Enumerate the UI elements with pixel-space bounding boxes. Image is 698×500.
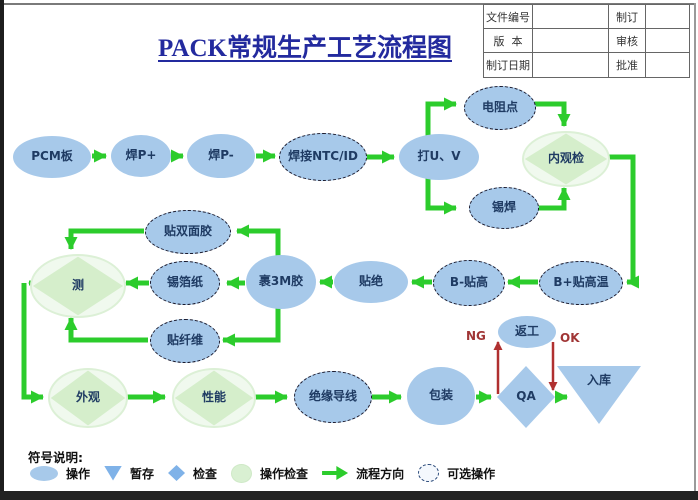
flow-node-performance-check-label: 性能 bbox=[201, 390, 226, 405]
flow-node-weld-p-plus-label: 焊P+ bbox=[125, 148, 157, 163]
legend-label-buffer: 暂存 bbox=[130, 466, 155, 481]
flow-node-insulated-wire-label: 绝缘导线 bbox=[308, 389, 357, 404]
info-value-version bbox=[533, 29, 609, 53]
document-info-table: 文件编号 制订 版 本 审核 制订日期 批准 bbox=[483, 4, 690, 78]
legend-heading: 符号说明: bbox=[28, 450, 83, 465]
flow-direction-arrow-icon bbox=[322, 466, 349, 480]
flow-node-resistance-spot-label: 电阻点 bbox=[481, 100, 518, 115]
flow-node-wrap-3m-tape: 裹3M胶 bbox=[246, 255, 316, 309]
flow-node-double-sided-tape: 贴双面胶 bbox=[145, 210, 231, 254]
flow-node-fiber-tape: 贴纤维 bbox=[150, 319, 220, 363]
info-value-reviewed bbox=[646, 29, 689, 53]
flow-node-qa-label: QA bbox=[516, 389, 536, 404]
info-label-reviewed: 审核 bbox=[609, 29, 646, 53]
page-title: PACK常规生产工艺流程图 bbox=[158, 35, 452, 62]
flow-node-rework: 返工 bbox=[498, 316, 556, 348]
flow-node-inner-inspection-label: 内观检 bbox=[547, 151, 584, 166]
flow-node-tin-foil-label: 锡箔纸 bbox=[166, 275, 203, 290]
flow-node-fiber-tape-label: 贴纤维 bbox=[166, 333, 203, 348]
info-label-drafted: 制订 bbox=[609, 5, 646, 29]
flow-node-weld-p-minus: 焊P- bbox=[187, 134, 255, 178]
flow-node-punch-uv: 打U、V bbox=[399, 134, 479, 180]
flow-node-pcm-board: PCM板 bbox=[13, 136, 91, 178]
page-border-right bbox=[694, 3, 696, 492]
flow-node-wrap-3m-tape-label: 裹3M胶 bbox=[258, 274, 304, 289]
info-label-draft-date: 制订日期 bbox=[484, 53, 533, 77]
ng-branch-label: NG bbox=[466, 329, 486, 343]
flow-node-test-check: 测 bbox=[30, 254, 126, 318]
flow-node-test-check-label: 测 bbox=[71, 278, 84, 293]
flow-node-inner-inspection: 内观检 bbox=[522, 131, 610, 187]
info-label-doc-number: 文件编号 bbox=[484, 5, 533, 29]
flow-node-weld-ntc-id-label: 焊接NTC/ID bbox=[288, 149, 358, 164]
info-value-drafted bbox=[646, 5, 689, 29]
legend-row: 操作 暂存 检查 操作检查 流程方向 可选操作 bbox=[30, 463, 509, 483]
buffer-triangle-icon bbox=[104, 465, 123, 481]
info-label-approved: 批准 bbox=[609, 53, 646, 77]
flow-node-tape-insulation: 贴绝 bbox=[334, 261, 408, 303]
flow-node-tin-solder-label: 锡焊 bbox=[491, 200, 516, 215]
flow-node-tin-solder: 锡焊 bbox=[469, 187, 539, 229]
flow-node-punch-uv-label: 打U、V bbox=[417, 149, 461, 164]
page-border-bottom bbox=[0, 491, 698, 500]
page-border-left bbox=[0, 0, 4, 500]
operation-ellipse-icon bbox=[30, 465, 58, 481]
flow-node-weld-ntc-id: 焊接NTC/ID bbox=[279, 133, 367, 181]
flow-node-b-minus-high-tape: B-贴高 bbox=[433, 260, 505, 306]
flow-node-weld-p-plus: 焊P+ bbox=[111, 135, 171, 177]
page-border-top bbox=[4, 3, 695, 5]
legend-label-check: 检查 bbox=[193, 466, 218, 481]
optional-dashed-ellipse-icon bbox=[418, 464, 440, 482]
info-label-version: 版 本 bbox=[484, 29, 533, 53]
legend-label-operation-check: 操作检查 bbox=[260, 466, 309, 481]
legend-label-operation: 操作 bbox=[66, 466, 91, 481]
flow-node-performance-check: 性能 bbox=[172, 368, 256, 428]
flow-node-appearance-check-label: 外观 bbox=[75, 390, 100, 405]
flow-node-resistance-spot: 电阻点 bbox=[464, 86, 536, 130]
flow-node-weld-p-minus-label: 焊P- bbox=[208, 148, 234, 163]
flow-node-b-plus-high-temp-tape: B+贴高温 bbox=[539, 261, 623, 305]
legend-label-flow-direction: 流程方向 bbox=[356, 466, 405, 481]
operation-check-ellipse-icon bbox=[231, 463, 253, 483]
flow-node-tape-insulation-label: 贴绝 bbox=[358, 274, 383, 289]
flow-node-rework-label: 返工 bbox=[514, 324, 539, 339]
flow-node-packing: 包装 bbox=[407, 367, 475, 425]
legend-label-optional: 可选操作 bbox=[447, 466, 496, 481]
flow-node-b-minus-high-tape-label: B-贴高 bbox=[449, 275, 489, 290]
info-value-doc-number bbox=[533, 5, 609, 29]
flow-node-double-sided-tape-label: 贴双面胶 bbox=[163, 224, 212, 239]
flow-node-appearance-check: 外观 bbox=[48, 368, 128, 428]
flow-node-pcm-board-label: PCM板 bbox=[31, 149, 73, 164]
flow-node-tin-foil: 锡箔纸 bbox=[150, 261, 220, 305]
flow-node-packing-label: 包装 bbox=[428, 388, 453, 403]
info-value-draft-date bbox=[533, 53, 609, 77]
flow-node-insulated-wire: 绝缘导线 bbox=[294, 371, 372, 423]
check-diamond-icon bbox=[168, 465, 186, 481]
flow-node-warehouse-label: 入库 bbox=[586, 373, 611, 387]
flow-node-b-plus-high-temp-tape-label: B+贴高温 bbox=[553, 275, 609, 290]
ok-branch-label: OK bbox=[560, 331, 580, 345]
